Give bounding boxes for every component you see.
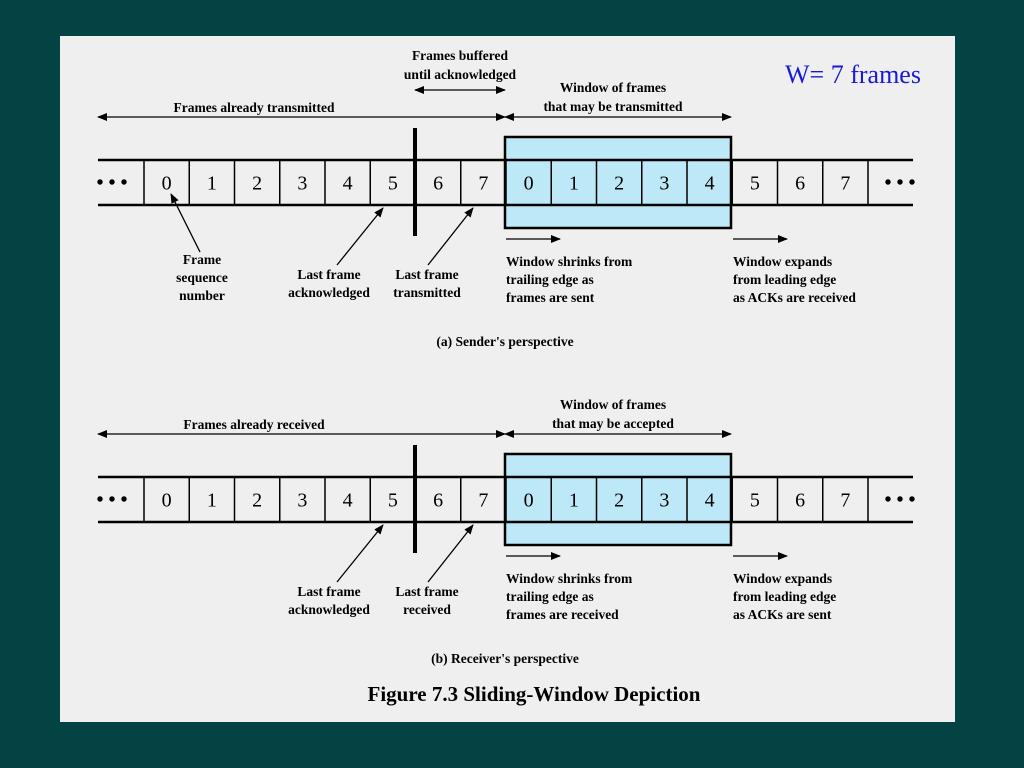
- receiver-frame-number: 3: [659, 490, 669, 512]
- frame-seq-label-line1: Frame: [183, 252, 221, 267]
- frames-already-received-label: Frames already received: [183, 417, 325, 432]
- sender-frame-numbers: 0 1 2 3 4 5 6 7 0 1 2 3 4 5 6 7: [162, 173, 851, 195]
- last-transmitted-pointer: [427, 207, 474, 266]
- sender-window-title-line2: that may be transmitted: [543, 99, 683, 114]
- receiver-frame-number: 5: [750, 490, 760, 512]
- frame-seq-label-line3: number: [179, 288, 225, 303]
- sender-frame-number: 2: [614, 173, 624, 195]
- receiver-frame-number: 6: [795, 490, 805, 512]
- sender-frame-dividers: [143, 160, 869, 205]
- sender-shrink-line2: trailing edge as: [506, 272, 594, 287]
- sender-last-ack-line2: acknowledged: [288, 285, 370, 300]
- receiver-frame-number: 0: [162, 490, 172, 512]
- frame-sequence-number-pointer: [170, 193, 201, 253]
- sender-expand-line1: Window expands: [733, 254, 832, 269]
- receiver-last-ack-line1: Last frame: [297, 584, 360, 599]
- last-transmitted-line1: Last frame: [395, 267, 458, 282]
- sender-frame-number: 1: [569, 173, 579, 195]
- receiver-frame-number: 1: [569, 490, 579, 512]
- receiver-frame-number: 2: [252, 490, 262, 512]
- receiver-caption: (b) Receiver's perspective: [431, 651, 579, 666]
- receiver-frame-number: 3: [297, 490, 307, 512]
- sender-last-ack-pointer: [336, 207, 384, 266]
- sender-left-ellipsis: • • •: [96, 172, 127, 194]
- receiver-expand-line2: from leading edge: [733, 589, 836, 604]
- last-transmitted-line2: transmitted: [393, 285, 461, 300]
- sender-frame-number: 5: [750, 173, 760, 195]
- receiver-frame-dividers: [143, 477, 869, 522]
- frames-already-transmitted-label: Frames already transmitted: [174, 100, 335, 115]
- receiver-window-title-line1: Window of frames: [560, 397, 666, 412]
- sender-frame-number: 5: [388, 173, 398, 195]
- receiver-shrink-line3: frames are received: [506, 607, 619, 622]
- sender-shrink-line3: frames are sent: [506, 290, 595, 305]
- receiver-frame-number: 7: [478, 490, 488, 512]
- sender-expand-line3: as ACKs are received: [733, 290, 856, 305]
- window-size-label: W= 7 frames: [785, 60, 921, 89]
- sender-frame-number: 2: [252, 173, 262, 195]
- last-received-line1: Last frame: [395, 584, 458, 599]
- last-received-pointer: [427, 524, 474, 583]
- frame-seq-label-line2: sequence: [176, 270, 228, 285]
- sender-window-title-line1: Window of frames: [560, 80, 666, 95]
- sender-frame-number: 4: [705, 173, 715, 195]
- receiver-expand-line3: as ACKs are sent: [733, 607, 832, 622]
- sender-frame-number: 0: [524, 173, 534, 195]
- sender-frame-number: 1: [207, 173, 217, 195]
- receiver-frame-number: 2: [614, 490, 624, 512]
- receiver-frame-number: 1: [207, 490, 217, 512]
- sender-frame-number: 0: [162, 173, 172, 195]
- receiver-section: Window of frames that may be accepted Fr…: [96, 397, 915, 666]
- receiver-shrink-line2: trailing edge as: [506, 589, 594, 604]
- receiver-frame-number: 6: [433, 490, 443, 512]
- last-received-line2: received: [403, 602, 451, 617]
- sender-window-box: [503, 135, 733, 230]
- receiver-last-ack-line2: acknowledged: [288, 602, 370, 617]
- receiver-right-ellipsis: • • •: [884, 489, 915, 511]
- sender-frame-number: 3: [659, 173, 669, 195]
- sender-frame-number: 7: [478, 173, 488, 195]
- sender-caption: (a) Sender's perspective: [436, 334, 573, 349]
- frames-buffered-label-line2: until acknowledged: [404, 67, 517, 82]
- figure-caption: Figure 7.3 Sliding-Window Depiction: [368, 682, 701, 706]
- sender-shrink-line1: Window shrinks from: [506, 254, 633, 269]
- receiver-frame-number: 5: [388, 490, 398, 512]
- receiver-frame-numbers: 0 1 2 3 4 5 6 7 0 1 2 3 4 5 6 7: [162, 490, 851, 512]
- receiver-frame-number: 0: [524, 490, 534, 512]
- receiver-frame-number: 7: [840, 490, 850, 512]
- sender-frame-number: 4: [343, 173, 353, 195]
- frames-buffered-label-line1: Frames buffered: [412, 48, 509, 63]
- receiver-window-box: [503, 452, 733, 547]
- sender-frame-number: 3: [297, 173, 307, 195]
- receiver-frame-number: 4: [343, 490, 353, 512]
- sender-frame-number: 7: [840, 173, 850, 195]
- sender-frame-number: 6: [433, 173, 443, 195]
- sender-right-ellipsis: • • •: [884, 172, 915, 194]
- receiver-shrink-line1: Window shrinks from: [506, 571, 633, 586]
- receiver-left-ellipsis: • • •: [96, 489, 127, 511]
- receiver-last-ack-pointer: [336, 524, 384, 583]
- sender-expand-line2: from leading edge: [733, 272, 836, 287]
- sender-frame-number: 6: [795, 173, 805, 195]
- sender-section: Frames buffered until acknowledged Windo…: [96, 48, 915, 349]
- receiver-window-title-line2: that may be accepted: [552, 416, 674, 431]
- receiver-expand-line1: Window expands: [733, 571, 832, 586]
- sender-last-ack-line1: Last frame: [297, 267, 360, 282]
- receiver-frame-number: 4: [705, 490, 715, 512]
